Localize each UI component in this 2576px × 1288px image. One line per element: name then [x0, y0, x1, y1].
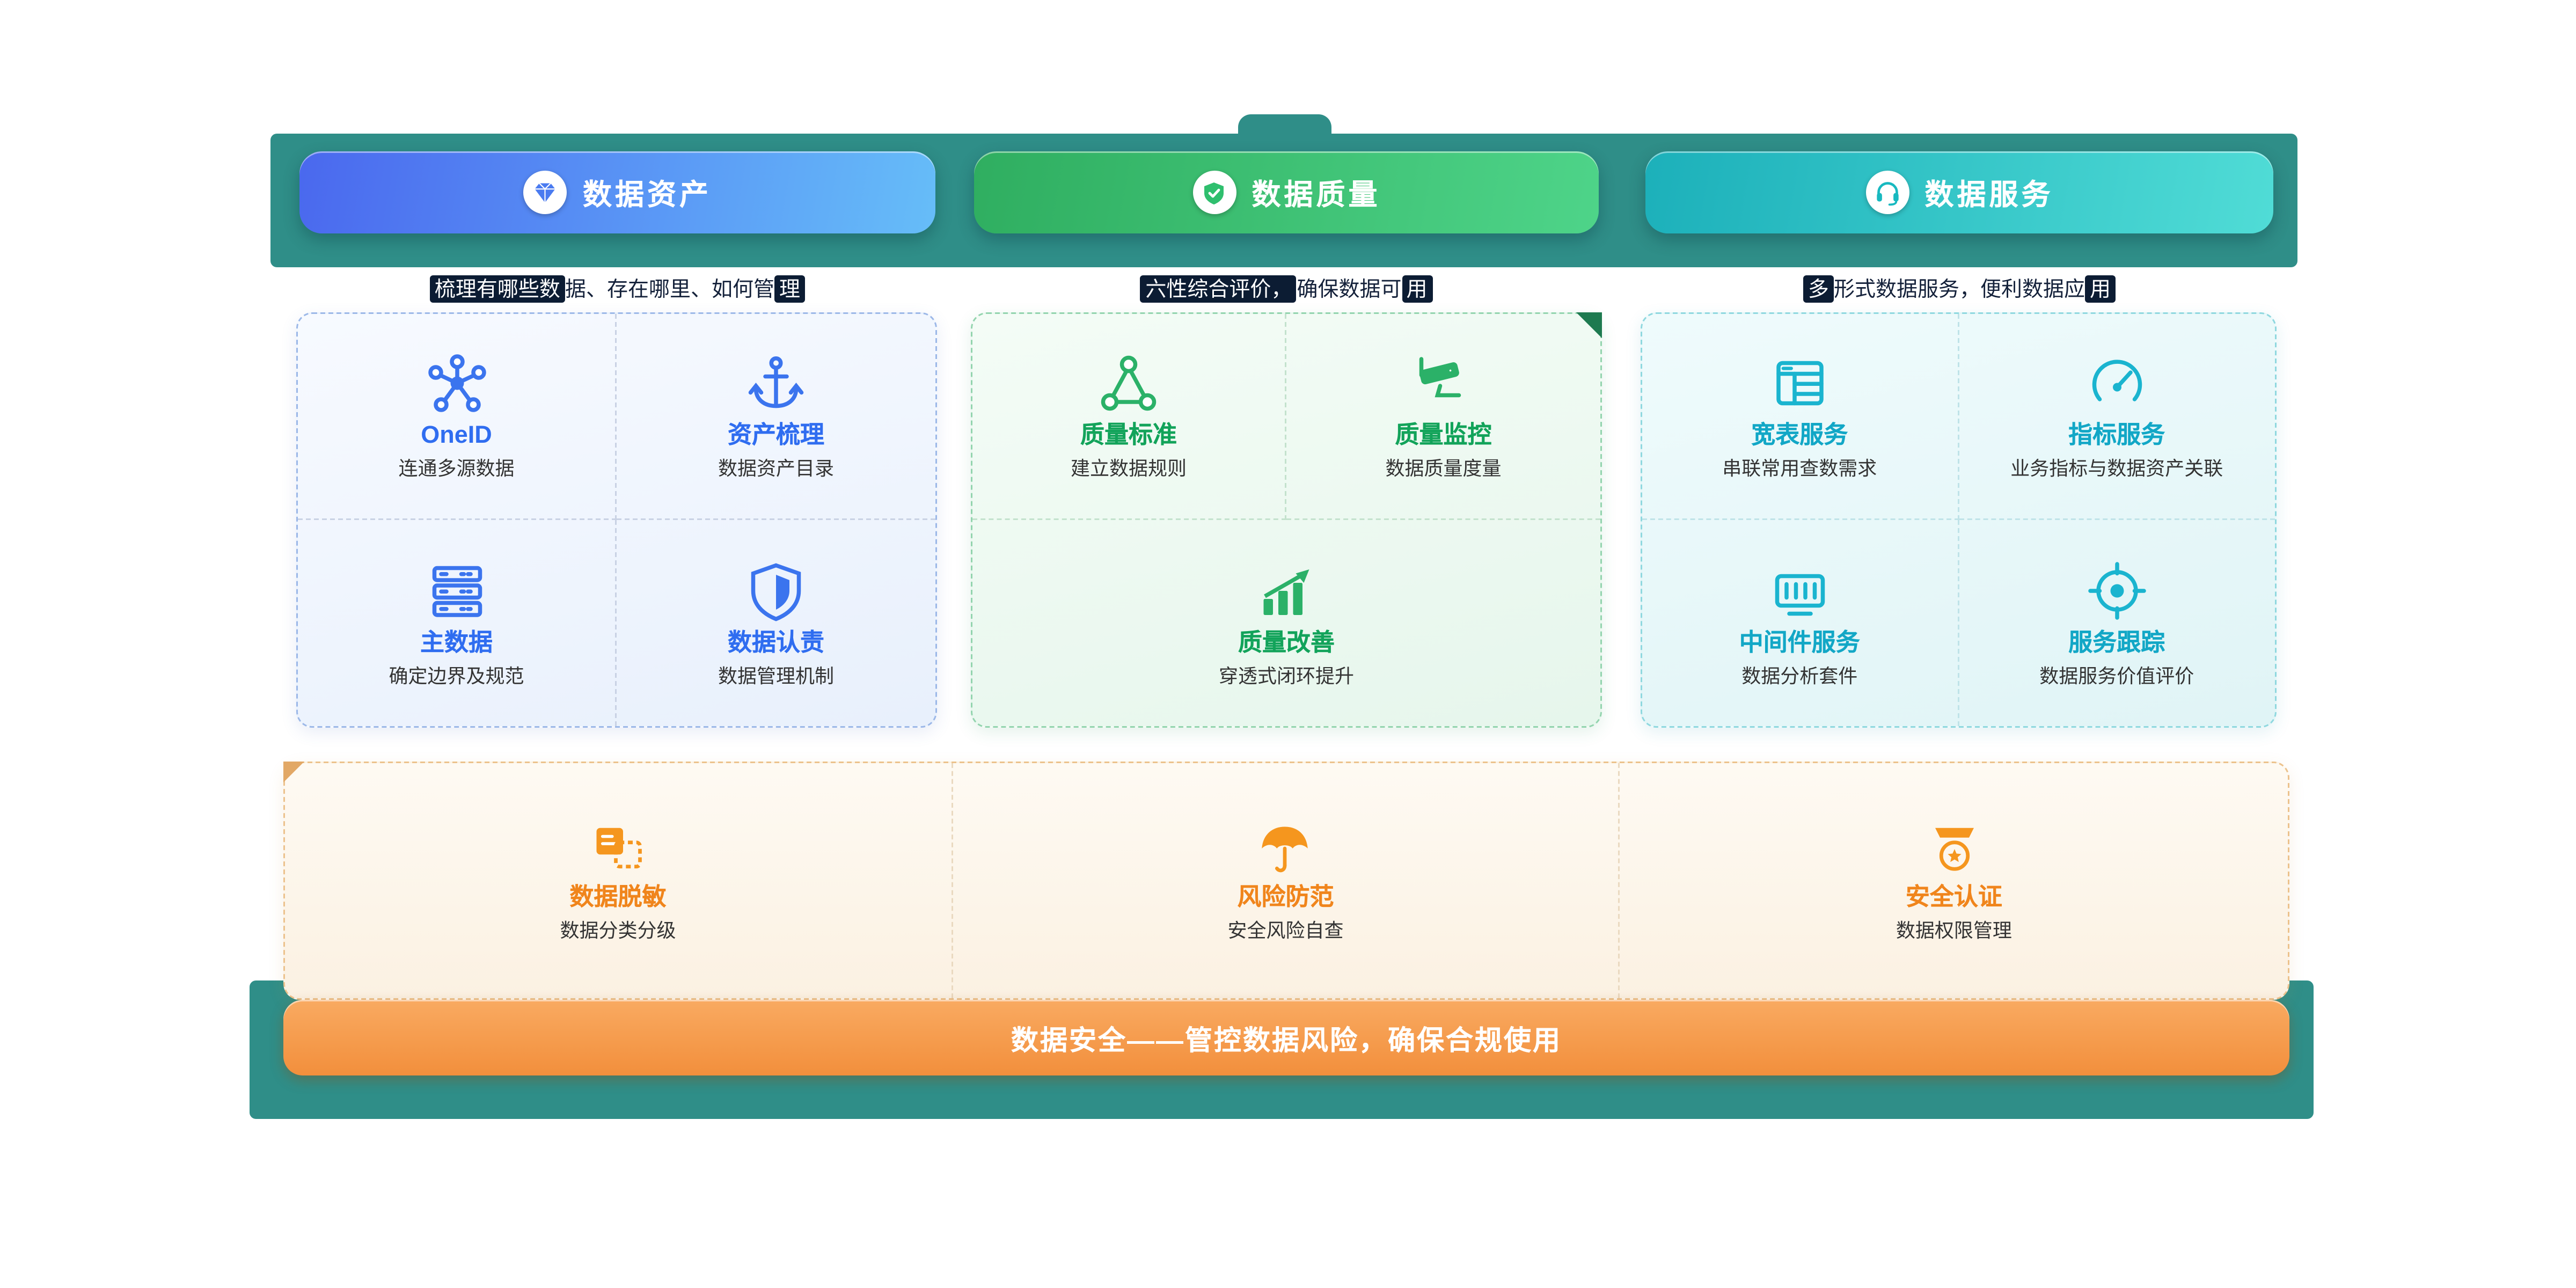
feature-subtitle: 业务指标与数据资产关联 — [2010, 457, 2223, 480]
table-icon — [1767, 351, 1832, 415]
subtitle-text: 形式数据服务，便利数据应 — [1833, 277, 2085, 301]
umbrella-icon — [1256, 819, 1314, 877]
rising-chart-icon — [1254, 558, 1319, 623]
target-icon — [2084, 558, 2149, 623]
card-data-security: 数据脱敏 数据分类分级 风险防范 安全风险自查 安全认证 数据权限管理 — [283, 762, 2289, 1000]
tab-subtitle-assets: 梳理有哪些数据、存在哪里、如何管理 — [299, 275, 935, 304]
gauge-icon — [2084, 351, 2149, 415]
subtitle-highlight: 用 — [2085, 275, 2116, 303]
subtitle-text: 确保数据可 — [1297, 277, 1402, 301]
tab-data-assets[interactable]: 数据资产 — [299, 151, 935, 233]
feature-quality-improvement: 质量改善 穿透式闭环提升 — [972, 520, 1600, 726]
linked-nodes-icon — [1096, 351, 1161, 415]
feature-master-data: 主数据 确定边界及规范 — [298, 520, 617, 726]
feature-subtitle: 数据分析套件 — [1741, 664, 1858, 687]
feature-quality-standard: 质量标准 建立数据规则 — [972, 314, 1286, 520]
tab-label: 数据服务 — [1924, 178, 2054, 210]
feature-title: 中间件服务 — [1739, 628, 1860, 656]
tab-label: 数据质量 — [1252, 178, 1381, 210]
feature-oneid: OneID 连通多源数据 — [298, 314, 617, 520]
feature-risk-prevention: 风险防范 安全风险自查 — [953, 763, 1620, 998]
feature-subtitle: 数据分类分级 — [560, 918, 676, 941]
security-banner: 数据安全——管控数据风险，确保合规使用 — [283, 1000, 2289, 1075]
feature-subtitle: 建立数据规则 — [1070, 457, 1187, 480]
feature-title: 服务跟踪 — [2068, 628, 2165, 656]
feature-title: 风险防范 — [1237, 883, 1334, 911]
subtitle-text: 据、存在哪里、如何管 — [565, 277, 774, 301]
tab-data-services[interactable]: 数据服务 — [1645, 151, 2273, 233]
network-nodes-icon — [425, 351, 489, 415]
feature-subtitle: 安全风险自查 — [1227, 918, 1344, 941]
subtitle-highlight: 六性综合评价， — [1140, 275, 1297, 303]
award-badge-icon — [1925, 819, 1983, 877]
feature-subtitle: 串联常用查数需求 — [1722, 457, 1877, 480]
anchor-icon — [744, 351, 808, 415]
feature-title: OneID — [421, 422, 492, 449]
feature-subtitle: 穿透式闭环提升 — [1218, 664, 1354, 687]
feature-title: 资产梳理 — [727, 422, 824, 449]
feature-title: 质量标准 — [1080, 422, 1177, 449]
feature-subtitle: 数据管理机制 — [718, 664, 834, 687]
feature-subtitle: 数据权限管理 — [1896, 918, 2012, 941]
middleware-icon — [1767, 558, 1832, 623]
card-corner-fold — [1576, 312, 1602, 338]
card-data-quality: 质量标准 建立数据规则 质量监控 数据质量度量 质量改善 穿透式闭环提升 — [971, 312, 1602, 728]
server-stack-icon — [425, 558, 489, 623]
feature-title: 质量改善 — [1238, 628, 1335, 656]
feature-subtitle: 连通多源数据 — [398, 457, 515, 480]
masked-card-icon — [589, 819, 647, 877]
security-banner-text: 数据安全——管控数据风险，确保合规使用 — [1011, 1026, 1562, 1056]
feature-security-certification: 安全认证 数据权限管理 — [1620, 763, 2288, 998]
feature-subtitle: 数据资产目录 — [718, 457, 834, 480]
feature-asset-sorting: 资产梳理 数据资产目录 — [617, 314, 935, 520]
feature-title: 宽表服务 — [1751, 422, 1848, 449]
subtitle-highlight: 理 — [774, 275, 806, 303]
feature-title: 数据认责 — [727, 628, 824, 656]
tab-subtitle-quality: 六性综合评价，确保数据可用 — [974, 275, 1599, 304]
feature-data-accountability: 数据认责 数据管理机制 — [617, 520, 935, 726]
feature-title: 主数据 — [420, 628, 493, 656]
gem-icon — [523, 171, 567, 214]
subtitle-highlight: 用 — [1401, 275, 1432, 303]
cctv-camera-icon — [1411, 351, 1476, 415]
headset-icon — [1865, 171, 1909, 214]
subtitle-highlight: 多 — [1803, 275, 1834, 303]
feature-data-masking: 数据脱敏 数据分类分级 — [285, 763, 953, 998]
feature-service-tracking: 服务跟踪 数据服务价值评价 — [1959, 520, 2275, 726]
feature-title: 质量监控 — [1395, 422, 1492, 449]
card-corner-fold — [283, 762, 304, 782]
feature-subtitle: 数据质量度量 — [1385, 457, 1502, 480]
feature-middleware-service: 中间件服务 数据分析套件 — [1642, 520, 1959, 726]
feature-title: 数据脱敏 — [569, 883, 667, 911]
card-data-assets: OneID 连通多源数据 资产梳理 数据资产目录 主数据 确定边界及规范 数据认… — [296, 312, 937, 728]
tab-data-quality[interactable]: 数据质量 — [974, 151, 1599, 233]
tab-label: 数据资产 — [583, 178, 712, 210]
tab-subtitle-services: 多形式数据服务，便利数据应用 — [1645, 275, 2273, 304]
subtitle-highlight: 梳理有哪些数 — [429, 275, 565, 303]
feature-subtitle: 数据服务价值评价 — [2039, 664, 2194, 687]
feature-subtitle: 确定边界及规范 — [389, 664, 524, 687]
shield-icon — [744, 558, 808, 623]
feature-metric-service: 指标服务 业务指标与数据资产关联 — [1958, 314, 2275, 520]
feature-title: 指标服务 — [2068, 422, 2165, 449]
feature-title: 安全认证 — [1905, 883, 2002, 911]
feature-wide-table-service: 宽表服务 串联常用查数需求 — [1642, 314, 1959, 520]
shield-check-icon — [1192, 171, 1236, 214]
feature-quality-monitoring: 质量监控 数据质量度量 — [1286, 314, 1600, 520]
card-data-services: 宽表服务 串联常用查数需求 指标服务 业务指标与数据资产关联 中间件服务 数据分… — [1641, 312, 2277, 728]
